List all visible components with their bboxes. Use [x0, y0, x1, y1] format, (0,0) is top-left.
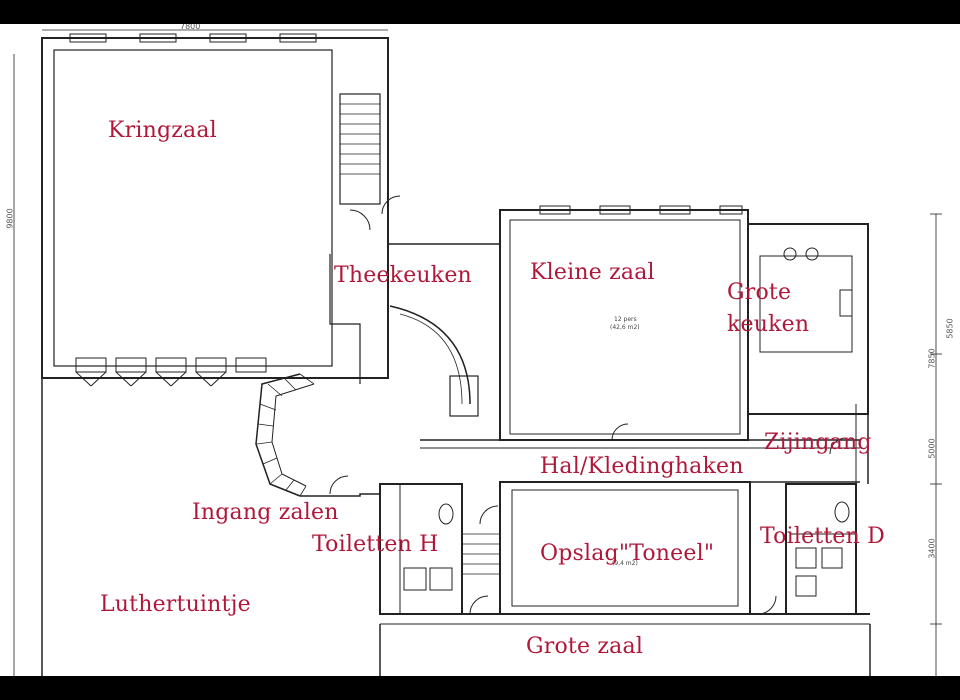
spiral-stair-treads	[256, 373, 315, 497]
room-label-ingang-zalen: Ingang zalen	[192, 500, 339, 525]
room-label-toiletten-d: Toiletten D	[760, 524, 886, 549]
floor-plan: 7800 9800 5850 7850 5000 3400 12 pers (4…	[0, 24, 960, 676]
kleine-zaal-windows	[539, 205, 743, 215]
room-label-toiletten-h: Toiletten H	[312, 532, 439, 557]
dimension-left: 9800	[5, 208, 15, 229]
dimension-right-4: 3400	[927, 538, 937, 559]
floor-plan-drawing	[13, 29, 942, 676]
top-windows	[69, 33, 317, 43]
kringzaal-bottom-windows	[75, 357, 267, 387]
kringzaal-stair-treads	[340, 103, 380, 175]
dimension-right-2: 7850	[927, 348, 937, 369]
dimension-right-1: 5850	[945, 318, 955, 339]
room-label-hal: Hal/Kledinghaken	[540, 454, 744, 479]
room-label-theekeuken: Theekeuken	[334, 263, 472, 288]
room-label-grote-keuken-line-2: keuken	[727, 312, 810, 337]
room-label-kleine-zaal: Kleine zaal	[530, 260, 655, 285]
opslag-area: (9,4 m2)	[612, 560, 638, 567]
room-label-zijingang: Zijingang	[764, 430, 872, 455]
room-label-grote-zaal: Grote zaal	[526, 634, 644, 659]
hal-stair-treads	[462, 533, 500, 575]
kleine-zaal-area-line-1: 12 pers	[614, 316, 637, 323]
room-label-opslag-toneel: Opslag"Toneel"	[540, 541, 715, 566]
dimension-top: 7800	[180, 24, 201, 31]
door-swings	[329, 195, 847, 615]
kringzaal-walls	[41, 37, 389, 379]
room-label-luthertuintje: Luthertuintje	[100, 592, 251, 617]
room-label-grote-keuken-line-1: Grote	[727, 280, 792, 305]
dimension-right-3: 5000	[927, 438, 937, 459]
kleine-zaal-area-line-2: (42,6 m2)	[610, 324, 640, 331]
room-label-kringzaal: Kringzaal	[108, 118, 217, 143]
